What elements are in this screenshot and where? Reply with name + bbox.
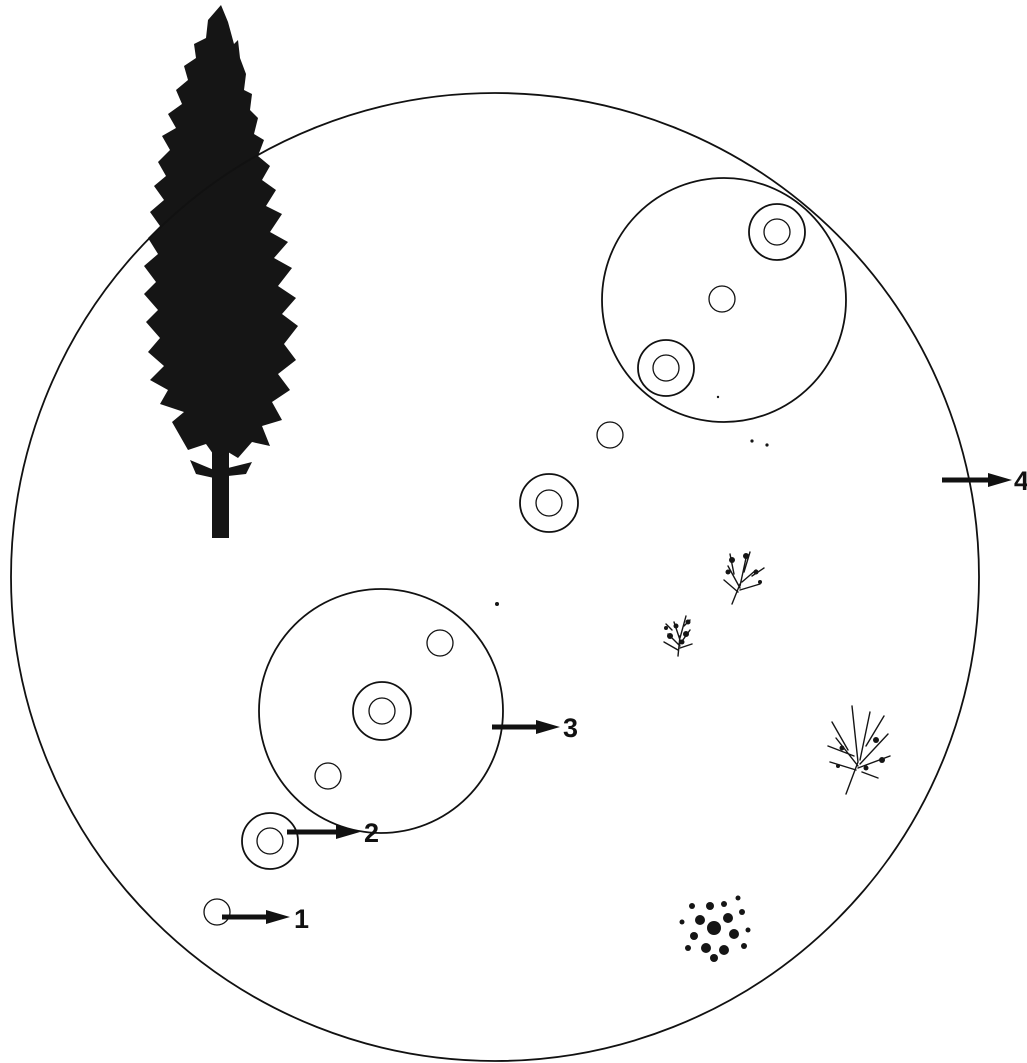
arrow-1: 1 [222,904,309,934]
plot-circle-1-lower-bottom [315,763,341,789]
plot-circle-1-lower-top [427,630,453,656]
shrub-icon [680,896,751,963]
plot-circle-3 [259,589,503,833]
plot-circle-1-upper [709,286,735,312]
subplot-cluster-lower [259,589,503,833]
plot-circle-2-upper-right [749,204,805,260]
arrow-3-label: 3 [563,713,578,743]
plot-circle-3-upper [602,178,846,422]
subplot-cluster-upper [602,178,846,422]
plot-circle-1-mid [597,422,623,448]
plot-circle-2 [242,813,298,869]
arrow-1-label: 1 [294,904,309,934]
conifer-tree-icon [144,5,298,538]
shrub-icon [724,552,764,604]
shrub-icon [828,706,890,794]
plot-circle-2-upper-left [638,340,694,396]
plot-circle-2-lower-center [353,682,411,740]
arrow-4-label: 4 [1014,466,1027,496]
plot-circle-2-mid [520,474,578,532]
speck [717,396,719,398]
speck [750,439,753,442]
shrub-icon [664,616,692,656]
plot-circle-1 [204,899,230,925]
speck [495,602,499,606]
arrow-2-label: 2 [364,818,379,848]
arrow-4: 4 [942,466,1027,496]
speck [765,443,768,446]
arrow-3: 3 [492,713,578,743]
